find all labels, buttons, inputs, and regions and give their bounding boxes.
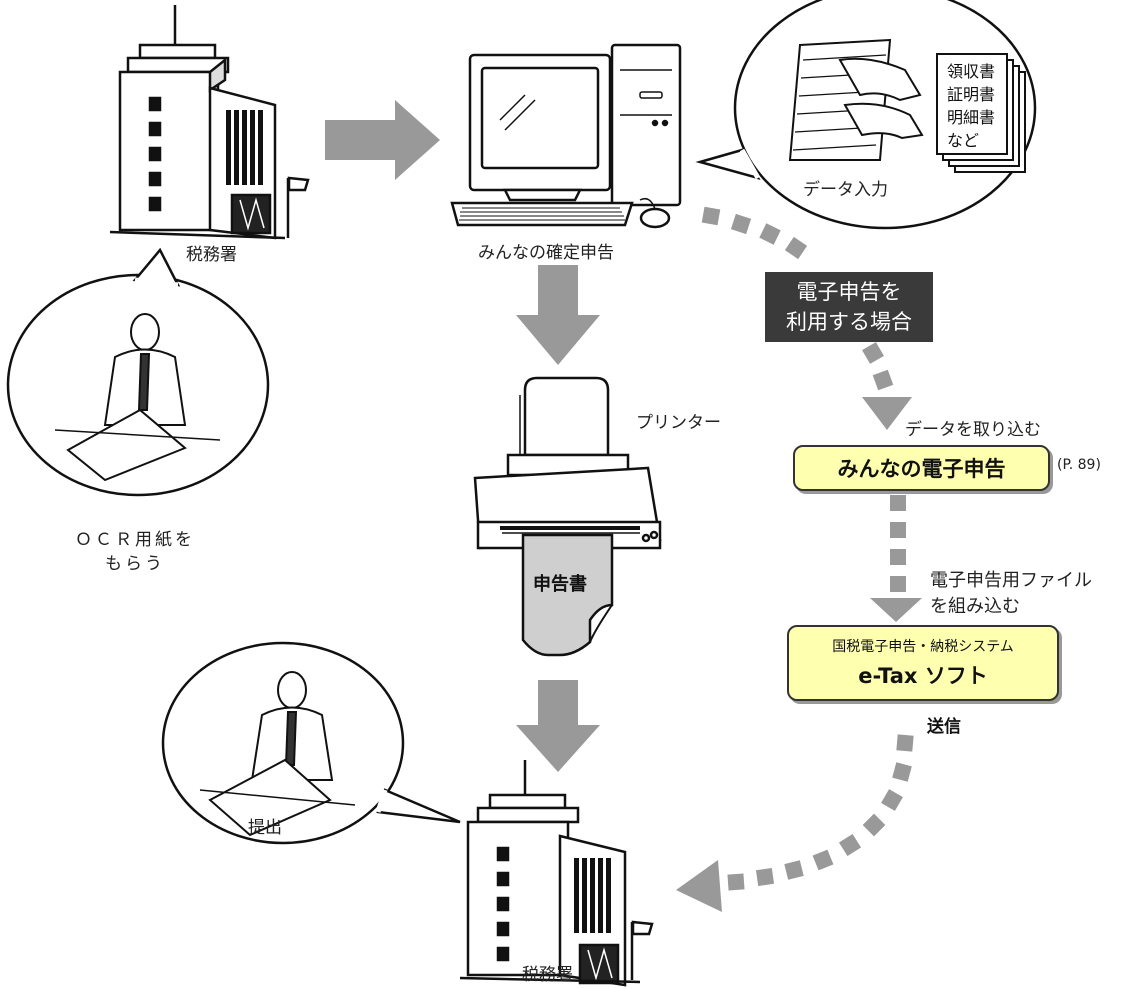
embed-file-label: 電子申告用ファイル を組み込む <box>930 568 1092 620</box>
documents-list-item: 証明書 <box>947 85 996 104</box>
ocr-caption-line-1: ＯＣＲ用紙を <box>75 530 195 550</box>
person-at-desk-icon-1 <box>54 313 221 482</box>
ocr-caption: ＯＣＲ用紙を もらう <box>60 528 210 576</box>
ocr-caption-line-2: もらう <box>105 554 165 574</box>
documents-list-item: 領収書 <box>947 62 996 81</box>
etax-software-box: 国税電子申告・納税システム e-Tax ソフト <box>787 625 1059 701</box>
condition-line-1: 電子申告を <box>796 280 902 304</box>
tax-office-bottom-label: 税務署 <box>522 965 573 985</box>
tax-office-top-building <box>109 5 310 240</box>
dotted-arrow-to-etax <box>870 495 922 622</box>
printer-icon <box>473 376 662 550</box>
data-input-bubble <box>695 0 1037 230</box>
etax-system-name: 国税電子申告・納税システム <box>832 639 1014 655</box>
embed-file-line-1: 電子申告用ファイル <box>930 570 1092 591</box>
arrow-down-1 <box>516 265 600 365</box>
printer-label: プリンター <box>636 413 721 433</box>
condition-line-2: 利用する場合 <box>786 310 912 334</box>
data-input-label: データ入力 <box>803 180 888 200</box>
dotted-arrow-send <box>676 734 914 912</box>
document-stack-icon <box>936 53 1026 173</box>
import-data-label: データを取り込む <box>905 420 1041 440</box>
computer-icon <box>450 43 682 229</box>
minna-denshi-shinkoku-box: みんなの電子申告 <box>793 445 1050 491</box>
documents-list: 領収書 証明書 明細書 など <box>947 60 1001 152</box>
electronic-filing-condition-box: 電子申告を 利用する場合 <box>765 272 933 342</box>
printout-label: 申告書 <box>533 574 587 595</box>
documents-list-item: など <box>947 131 980 150</box>
ocr-bubble <box>6 247 270 497</box>
arrow-right-top <box>325 100 440 180</box>
embed-file-line-2: を組み込む <box>930 596 1020 617</box>
submit-bubble <box>161 641 461 845</box>
tax-office-bottom-building <box>459 760 654 987</box>
keyboard-hands-icon <box>788 38 924 161</box>
printout-document <box>521 533 614 657</box>
dotted-arrow-to-electronic-filing <box>701 206 912 430</box>
send-label: 送信 <box>927 717 961 737</box>
computer-label: みんなの確定申告 <box>478 243 614 263</box>
page-reference: (P. 89) <box>1057 457 1101 473</box>
person-at-desk-icon-2 <box>199 671 356 837</box>
documents-list-item: 明細書 <box>947 108 996 127</box>
submit-label: 提出 <box>248 818 282 838</box>
etax-software-name: e-Tax ソフト <box>858 664 988 688</box>
arrow-down-2 <box>516 680 600 772</box>
tax-office-top-label: 税務署 <box>186 245 237 265</box>
minna-denshi-shinkoku-label: みんなの電子申告 <box>837 457 1006 481</box>
